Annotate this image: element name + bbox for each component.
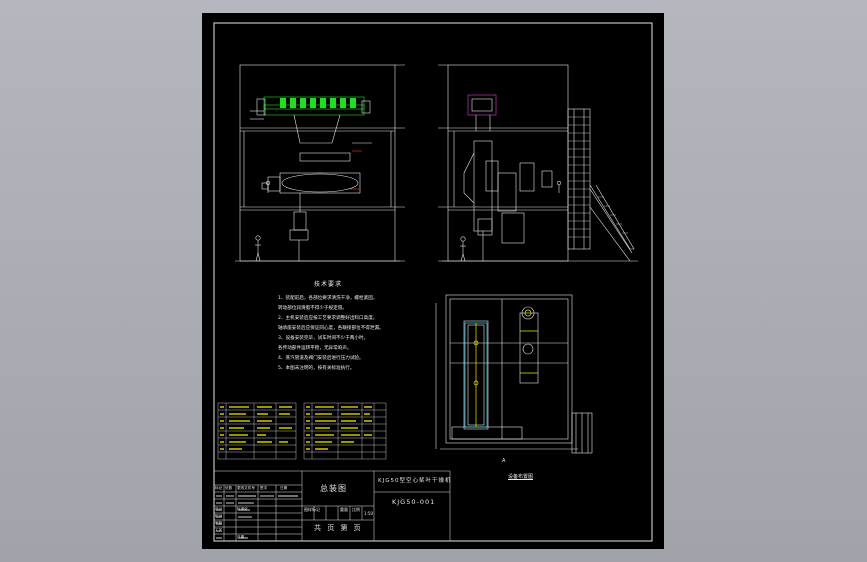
tech-req-line: 3、设备安装完毕，试车时间不少于两小时。 <box>278 336 369 341</box>
title-cell-label: 审核 <box>215 521 223 525</box>
drawing-number: KJG50-001 <box>392 498 436 506</box>
parts-table-right <box>303 402 387 460</box>
parts-table-left <box>217 402 297 460</box>
title-cell-label: 日期 <box>237 535 245 539</box>
tech-req-line: 4、蒸汽管道及阀门安装后进行压力试验。 <box>278 356 364 361</box>
plan-view-label: 设备布置图 <box>508 474 534 480</box>
tech-req-line: 5、本图未注明的，按有关标准执行。 <box>278 366 355 371</box>
tech-req-line: 1、装配前后，各部位要求清洗干净，螺栓紧固， <box>278 296 378 301</box>
sheet-info: 共 页 第 页 <box>314 524 363 532</box>
title-cell-label: 校对 <box>215 514 223 518</box>
plan-view <box>435 294 593 454</box>
red-details-front <box>350 150 362 190</box>
cad-drawing <box>213 22 653 542</box>
drawing-title: 总装图 <box>320 484 347 493</box>
title-cell-label: 更改文件号 <box>237 486 255 490</box>
title-block <box>213 470 451 542</box>
drawing-sheet: 技术要求 1、装配前后，各部位要求清洗干净，螺栓紧固， 转动部位润滑脂不得少于规… <box>202 13 664 549</box>
stage-label: 图样标记 <box>304 507 320 512</box>
title-cell-label: 处数 <box>225 486 233 490</box>
title-cell-label: 设计 <box>215 507 223 511</box>
front-elevation-view <box>235 64 400 262</box>
tech-req-line: 转动部位润滑脂不得少于规定值。 <box>278 306 347 311</box>
tech-req-heading: 技术要求 <box>314 281 343 288</box>
title-cell-label: 标记 <box>215 486 223 490</box>
level-marks-side <box>438 64 448 262</box>
section-mark: A <box>502 458 506 464</box>
drawing-border <box>213 22 653 542</box>
scale-ratio: 1:50 <box>364 511 373 516</box>
stage-label: 比例 <box>352 507 360 512</box>
title-cell-label: 签字 <box>260 486 268 490</box>
stage-label: 重量 <box>340 507 348 512</box>
title-cell-label: 工艺 <box>215 528 223 532</box>
parts-table-text-marks <box>220 406 372 450</box>
level-marks-front <box>395 64 405 262</box>
title-block-fill-marks <box>216 495 298 539</box>
tech-req-line: 各传动部件运转平稳，无异常响声。 <box>278 346 352 351</box>
stair-treads <box>568 116 628 238</box>
tech-req-line: 2、主机安装后应按工艺要求调整好出料口高度。 <box>278 316 378 321</box>
title-cell-label: 标准化 <box>237 507 248 511</box>
side-elevation-view <box>442 64 638 262</box>
tech-req-line: 轴承座安装后应保证同心度，各联接部位不得泄漏。 <box>278 326 384 331</box>
machine-name: KJG50型空心桨叶干燥机 <box>378 478 452 484</box>
title-cell-label: 日期 <box>280 486 288 490</box>
plan-color-details <box>464 309 538 428</box>
